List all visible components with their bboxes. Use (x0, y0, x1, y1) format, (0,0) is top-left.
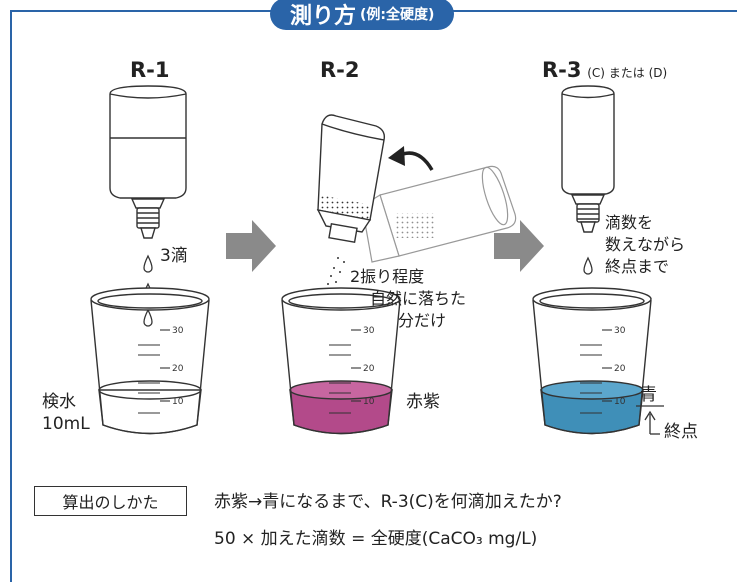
r3-color-label: 青 (640, 385, 657, 405)
scale-label: 10 (363, 397, 375, 407)
r3-beaker-icon (532, 287, 652, 435)
r1-drops-note: 3滴 (160, 246, 188, 266)
endpoint-label: 終点 (664, 422, 698, 442)
r1-beaker-icon (90, 287, 210, 435)
r2-note-line3: 分だけ (398, 311, 447, 330)
step-arrow-icon (494, 220, 544, 272)
scale-label: 20 (363, 364, 375, 374)
r2-bottle-icon (316, 114, 386, 243)
r3-label-group: R-3 (C) または (D) (542, 58, 667, 82)
calculation-label-box: 算出のしかた (34, 486, 187, 516)
title-main: 測り方 (290, 4, 357, 29)
r3-note-line1: 滴数を (605, 213, 654, 232)
r3-note-line2: 数えながら (605, 235, 686, 254)
r2-ghost-bottle-icon (361, 165, 517, 263)
r1-label: R-1 (130, 58, 170, 82)
endpoint-marker-icon (636, 405, 664, 435)
r3-sublabel: (C) または (D) (587, 66, 668, 80)
section-title: 測り方 (例:全硬度) (270, 0, 455, 30)
section-frame: 測り方 (例:全硬度) (10, 0, 737, 582)
r2-note-line1: 2振り程度 (350, 267, 425, 286)
scale-label: 20 (172, 364, 184, 374)
sample-volume: 10mL (42, 414, 90, 434)
scale-label: 10 (172, 397, 184, 407)
r3-label: R-3 (542, 58, 582, 82)
scale-label: 20 (614, 364, 626, 374)
r2-note-line2: 自然に落ちた (370, 289, 467, 308)
calculation-line-2: 50 × 加えた滴数 = 全硬度(CaCO₃ mg/L) (214, 529, 538, 549)
calculation-line-1: 赤紫→青になるまで、R-3(C)を何滴加えたか? (214, 492, 562, 512)
r3-note-line3: 終点まで (605, 257, 670, 276)
scale-label: 30 (172, 326, 184, 336)
r3-bottle-icon (561, 85, 615, 233)
scale-label: 10 (614, 397, 626, 407)
r2-color-label: 赤紫 (406, 392, 440, 412)
r2-beaker-icon (281, 287, 401, 435)
title-sub: (例:全硬度) (360, 7, 435, 23)
sample-label: 検水 (42, 392, 76, 412)
r3-drop-icon (583, 256, 593, 275)
r2-label: R-2 (320, 58, 360, 82)
scale-label: 30 (614, 326, 626, 336)
r1-bottle-icon (109, 85, 187, 239)
step-arrow-icon (226, 220, 276, 272)
scale-label: 30 (363, 326, 375, 336)
